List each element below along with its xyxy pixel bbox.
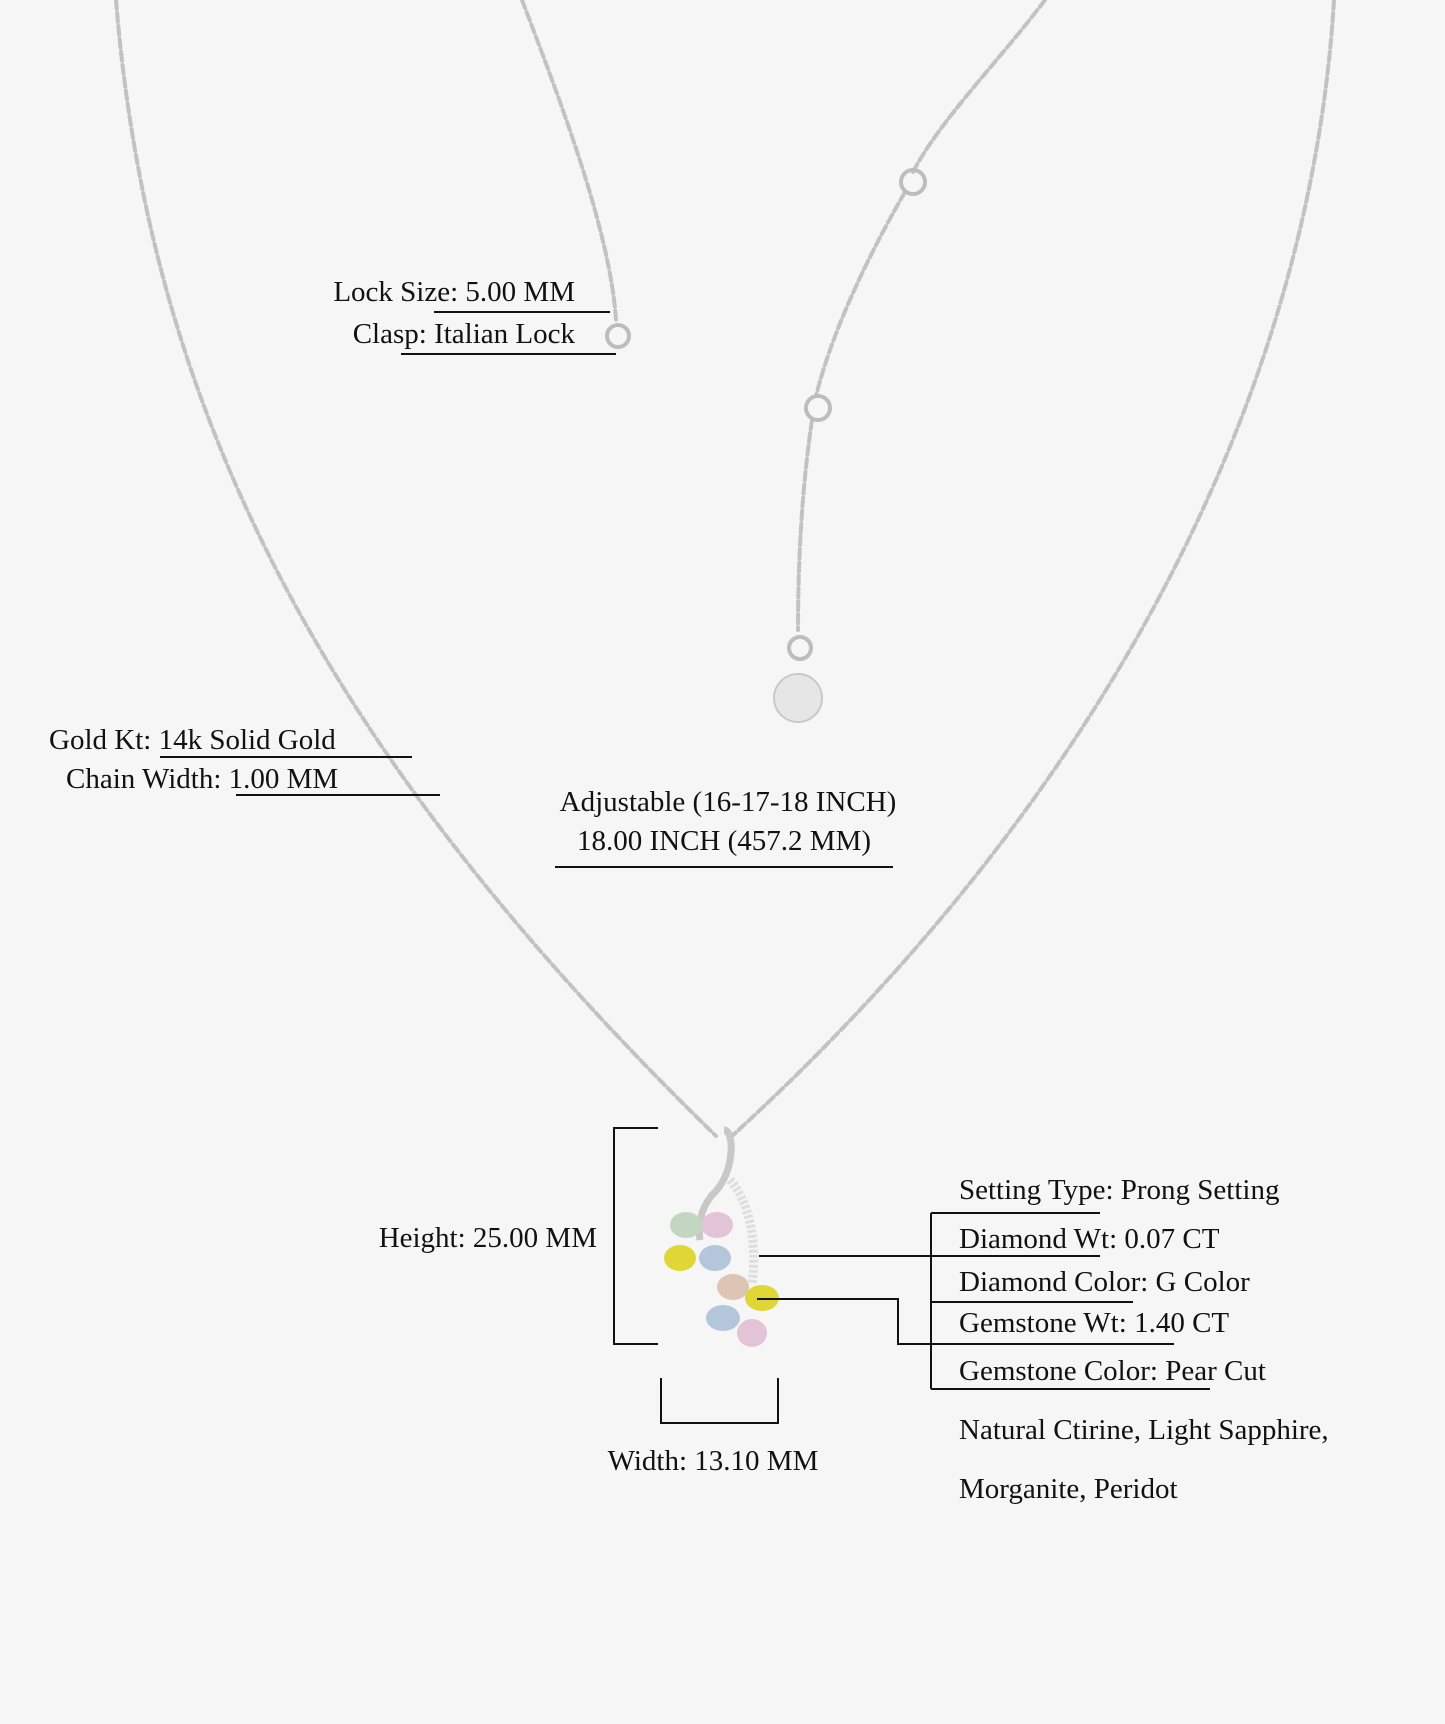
spec-label: Gemstone Color: xyxy=(959,1355,1158,1387)
dimension-lines xyxy=(160,311,1210,1424)
chain xyxy=(114,0,1336,1138)
gold-kt: Gold Kt: 14k Solid Gold xyxy=(49,726,336,755)
spec-label: Diamond Wt: xyxy=(959,1223,1118,1255)
chain-width-value: 1.00 MM xyxy=(228,763,339,795)
spec-value: G Color xyxy=(1155,1266,1250,1298)
spec-label: Diamond Color: xyxy=(959,1266,1149,1298)
chain-rings xyxy=(605,168,927,661)
lock-size-value: 5.00 MM xyxy=(465,276,575,308)
spec-setting-type: Setting Type: Prong Setting xyxy=(959,1176,1279,1205)
chain-width-label: Chain Width: xyxy=(66,763,222,795)
gold-kt-label: Gold Kt: xyxy=(49,724,152,756)
clasp: Clasp: Italian Lock xyxy=(353,320,575,349)
spec-diamond-wt: Diamond Wt: 0.07 CT xyxy=(959,1225,1219,1254)
chain-length: 18.00 INCH (457.2 MM) xyxy=(576,825,872,857)
lock-size-label: Lock Size: xyxy=(333,276,459,308)
spec-value: Prong Setting xyxy=(1120,1174,1280,1206)
gemstones-line-1: Natural Ctirine, Light Sapphire, xyxy=(959,1414,1329,1446)
lock-size: Lock Size: 5.00 MM xyxy=(333,278,575,307)
adjustable-length: Adjustable (16-17-18 INCH) xyxy=(559,786,897,818)
tag-disc xyxy=(773,673,823,723)
spec-value: 0.07 CT xyxy=(1124,1223,1220,1255)
chain-width: Chain Width: 1.00 MM xyxy=(66,765,338,794)
spec-value: Pear Cut xyxy=(1165,1355,1266,1387)
spec-label: Gemstone Wt: xyxy=(959,1307,1127,1339)
gemstones-line-2: Morganite, Peridot xyxy=(959,1473,1178,1505)
spec-gemstone-color: Gemstone Color: Pear Cut xyxy=(959,1357,1266,1386)
spec-gemstone-wt: Gemstone Wt: 1.40 CT xyxy=(959,1309,1229,1338)
pendant xyxy=(664,1126,779,1347)
spec-diamond-color: Diamond Color: G Color xyxy=(959,1268,1250,1297)
spec-value: 1.40 CT xyxy=(1134,1307,1230,1339)
spec-label: Setting Type: xyxy=(959,1174,1114,1206)
gold-kt-value: 14k Solid Gold xyxy=(158,724,336,756)
pendant-width: Width: 13.10 MM xyxy=(607,1445,819,1477)
pendant-height: Height: 25.00 MM xyxy=(378,1222,597,1254)
clasp-label: Clasp: xyxy=(352,318,427,350)
clasp-value: Italian Lock xyxy=(434,318,575,350)
